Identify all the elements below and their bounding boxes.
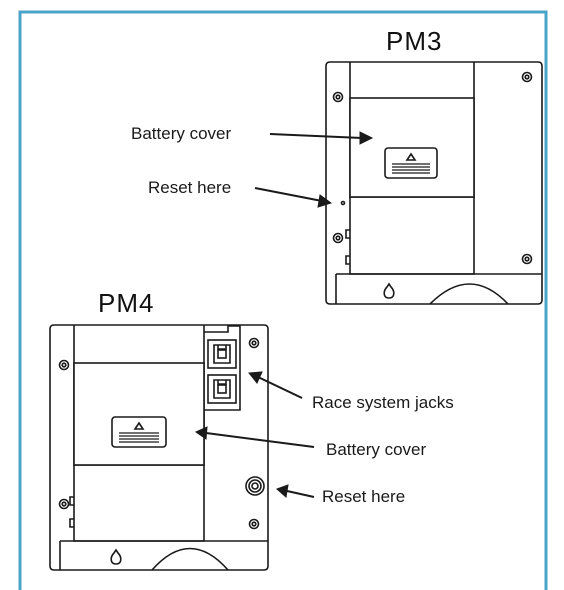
pm4-reset-button xyxy=(245,476,265,496)
pm4-jacks-label: Race system jacks xyxy=(312,393,454,412)
pm4-battery-cover-label: Battery cover xyxy=(326,440,427,459)
pm3-screw-tl xyxy=(332,91,344,103)
pm4-screw-ml xyxy=(58,498,70,510)
pm3-screw-ml xyxy=(332,232,344,244)
pm4-screw-tl xyxy=(58,359,70,371)
pm3-bottom-arc xyxy=(429,283,509,305)
pm3-battery-cover-label: Battery cover xyxy=(131,124,232,143)
pm3-side-notch-1 xyxy=(345,229,350,239)
pm4-battery-arrow xyxy=(205,432,315,448)
pm4-reset-label: Reset here xyxy=(322,487,406,506)
pm3-lower-panel xyxy=(349,197,475,275)
pm4-screw-br xyxy=(248,518,260,530)
pm3-reset-arrow xyxy=(254,187,323,202)
pm4-side-notch-1 xyxy=(69,496,74,506)
pm4-jack-bottom xyxy=(207,374,237,404)
pm3-screw-br xyxy=(521,253,533,265)
pm3-bottom-logo xyxy=(383,282,395,299)
pm3-latch xyxy=(384,147,438,179)
pm4-jack-top xyxy=(207,339,237,369)
pm4-side-notch-2 xyxy=(69,518,74,528)
pm4-bottom-logo xyxy=(110,548,122,565)
pm4-latch xyxy=(111,416,167,448)
pm4-lower-panel xyxy=(73,465,205,542)
pm4-screw-tr xyxy=(248,337,260,349)
pm3-arrows xyxy=(254,131,374,208)
pm4-arrows xyxy=(194,371,315,498)
pm3-device xyxy=(325,61,543,305)
pm3-side-notch-2 xyxy=(345,255,350,265)
pm4-battery-cover xyxy=(73,362,205,466)
pm4-reset-arrow xyxy=(286,490,315,498)
frame-border xyxy=(18,10,548,590)
pm3-body-outline xyxy=(325,61,543,305)
pm3-reset-hole xyxy=(340,200,346,206)
pm4-body-outline xyxy=(49,324,269,571)
pm4-device xyxy=(49,324,269,571)
pm4-jacks-arrow xyxy=(257,376,303,399)
pm4-bottom-arc xyxy=(151,547,229,571)
pm3-bottom-base xyxy=(335,273,542,304)
pm4-bottom-base xyxy=(59,540,268,570)
pm3-reset-label: Reset here xyxy=(148,178,232,197)
pm4-title: PM4 xyxy=(98,288,155,318)
pm4-jack-panel xyxy=(204,325,241,411)
pm3-screw-tr xyxy=(521,71,533,83)
pm3-battery-arrow xyxy=(269,133,363,139)
pm3-title: PM3 xyxy=(386,26,443,56)
